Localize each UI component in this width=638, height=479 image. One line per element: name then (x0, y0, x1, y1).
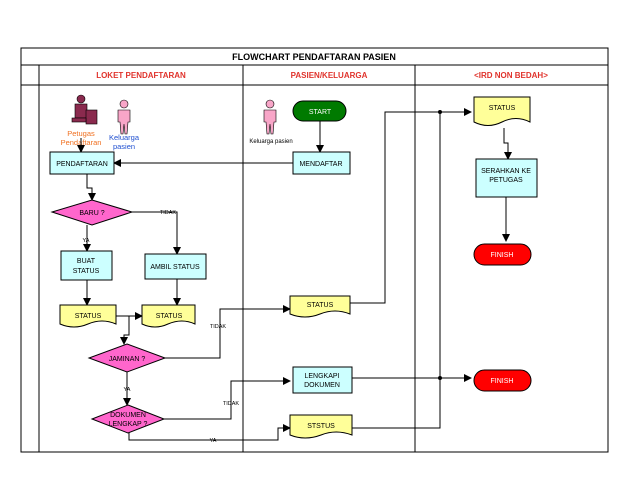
buat-status-process (60, 250, 113, 281)
ambil-status-process (144, 253, 207, 280)
diagram-title: FLOWCHART PENDAFTARAN PASIEN (232, 52, 396, 62)
status-left-label: STATUS (75, 313, 102, 320)
serahkan-label-line1: SERAHKAN KE (481, 168, 531, 175)
start-label: START (309, 109, 332, 116)
arrow-baru-tidak (132, 211, 181, 255)
baru-label: BARU ? (79, 210, 104, 217)
ststus-label: STSTUS (307, 423, 335, 430)
finish-bottom-label: FINISH (491, 378, 514, 385)
status-pasien-label: STATUS (307, 302, 334, 309)
keluarga-pasien-actor-icon (263, 99, 277, 135)
lane-ird-header: <IRD NON BEDAH> (474, 71, 548, 80)
serahkan-petugas-process (475, 158, 538, 198)
keluarga-pasien-label: Keluarga pasien (249, 139, 292, 145)
finish-top-terminal (473, 243, 532, 266)
lengkapi-label-line1: LENGKAPI (304, 373, 339, 380)
status-mid-document (141, 304, 196, 328)
swimlane-frame (20, 47, 609, 453)
dokumen-tidak-label: TIDAK (223, 401, 240, 407)
junction-dot-top (438, 110, 442, 114)
pendaftaran-label: PENDAFTARAN (56, 161, 108, 168)
petugas-label-line1: Petugas (67, 129, 95, 138)
dokumen-label-line1: DOKUMEN (110, 412, 146, 419)
arrow-ststus-up (352, 112, 441, 429)
dokumen-decision (90, 404, 166, 434)
status-left-document (59, 304, 117, 328)
baru-decision (50, 199, 134, 226)
jaminan-decision (87, 343, 167, 373)
lengkapi-label-line2: DOKUMEN (304, 382, 340, 389)
lane-loket-header: LOKET PENDAFTARAN (96, 71, 186, 80)
dokumen-label-line2: LENGKAP ? (109, 421, 148, 428)
jaminan-label: JAMINAN ? (109, 356, 146, 363)
jaminan-ya-label: YA (124, 387, 131, 393)
arrow-dokumen-tidak (164, 377, 291, 420)
status-ird-document (473, 96, 531, 126)
junction-dot-bottom (438, 376, 442, 380)
keluarga-label-line1: Keluarga (109, 133, 140, 142)
dokumen-ya-label: YA (210, 438, 217, 444)
arrow-status-to-ird (350, 108, 472, 304)
serahkan-label-line2: PETUGAS (489, 177, 523, 184)
baru-tidak-label: TIDAK (160, 210, 177, 216)
keluarga-label-line2: pasien (113, 142, 135, 151)
ambil-status-label: AMBIL STATUS (150, 264, 200, 271)
baru-ya-label: YA (83, 238, 90, 244)
mendaftar-process (292, 151, 351, 175)
lengkapi-dokumen-process (292, 366, 353, 394)
status-mid-label: STATUS (156, 313, 183, 320)
keluarga-actor-icon (117, 99, 131, 135)
buat-status-label-line2: STATUS (73, 268, 100, 275)
arrow-dokumen-ya (128, 424, 291, 441)
arrow-status-to-jaminan (120, 316, 130, 345)
start-terminal (292, 100, 347, 122)
buat-status-label-line1: BUAT (77, 258, 96, 265)
ststus-document (289, 414, 353, 439)
status-ird-label: STATUS (489, 105, 516, 112)
status-pasien-document (289, 295, 351, 318)
jaminan-tidak-label: TIDAK (210, 324, 227, 330)
lane-pasien-header: PASIEN/KELUARGA (291, 71, 368, 80)
connectors (77, 108, 512, 441)
mendaftar-label: MENDAFTAR (299, 161, 342, 168)
pendaftaran-process (49, 151, 115, 175)
finish-top-label: FINISH (491, 252, 514, 259)
arrow-jaminan-tidak (165, 305, 291, 359)
arrow-status-to-serahkan (503, 128, 512, 160)
finish-bottom-terminal (473, 369, 532, 392)
petugas-actor-icon (71, 94, 98, 125)
arrow-pendaftaran-to-baru (86, 174, 96, 201)
